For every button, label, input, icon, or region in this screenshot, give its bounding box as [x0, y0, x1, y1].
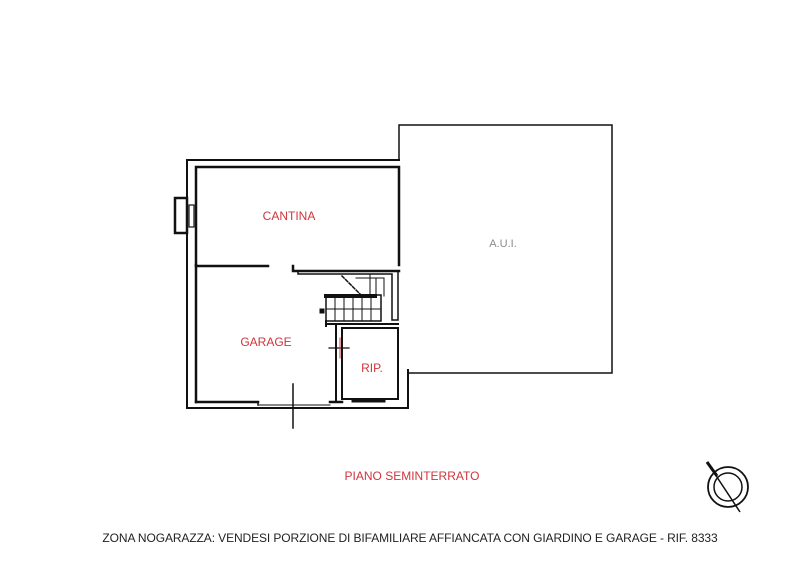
- stair-arrow-head: [319, 308, 325, 314]
- flue-inner: [188, 204, 195, 228]
- aui-outline: [398, 124, 613, 381]
- room-label-aui: A.U.I.: [489, 238, 517, 250]
- cantina-inner-wall: [194, 165, 401, 267]
- floor-label: PIANO SEMINTERRATO: [344, 469, 480, 483]
- stair-arrow: [340, 274, 364, 298]
- stair-enclosure: [297, 270, 399, 321]
- cantina-divider-right: [291, 264, 401, 273]
- rip-room: [341, 327, 399, 400]
- stair-upper: [349, 273, 371, 297]
- flue: [173, 196, 189, 235]
- walls: [173, 124, 613, 429]
- room-label-garage: GARAGE: [240, 335, 292, 349]
- outer-wall: [186, 159, 409, 409]
- room-label-rip: RIP.: [361, 361, 383, 375]
- north-arrow-compass-icon: [705, 461, 749, 513]
- room-label-cantina: CANTINA: [262, 209, 316, 223]
- listing-caption: ZONA NOGARAZZA: VENDESI PORZIONE DI BIFA…: [102, 531, 718, 545]
